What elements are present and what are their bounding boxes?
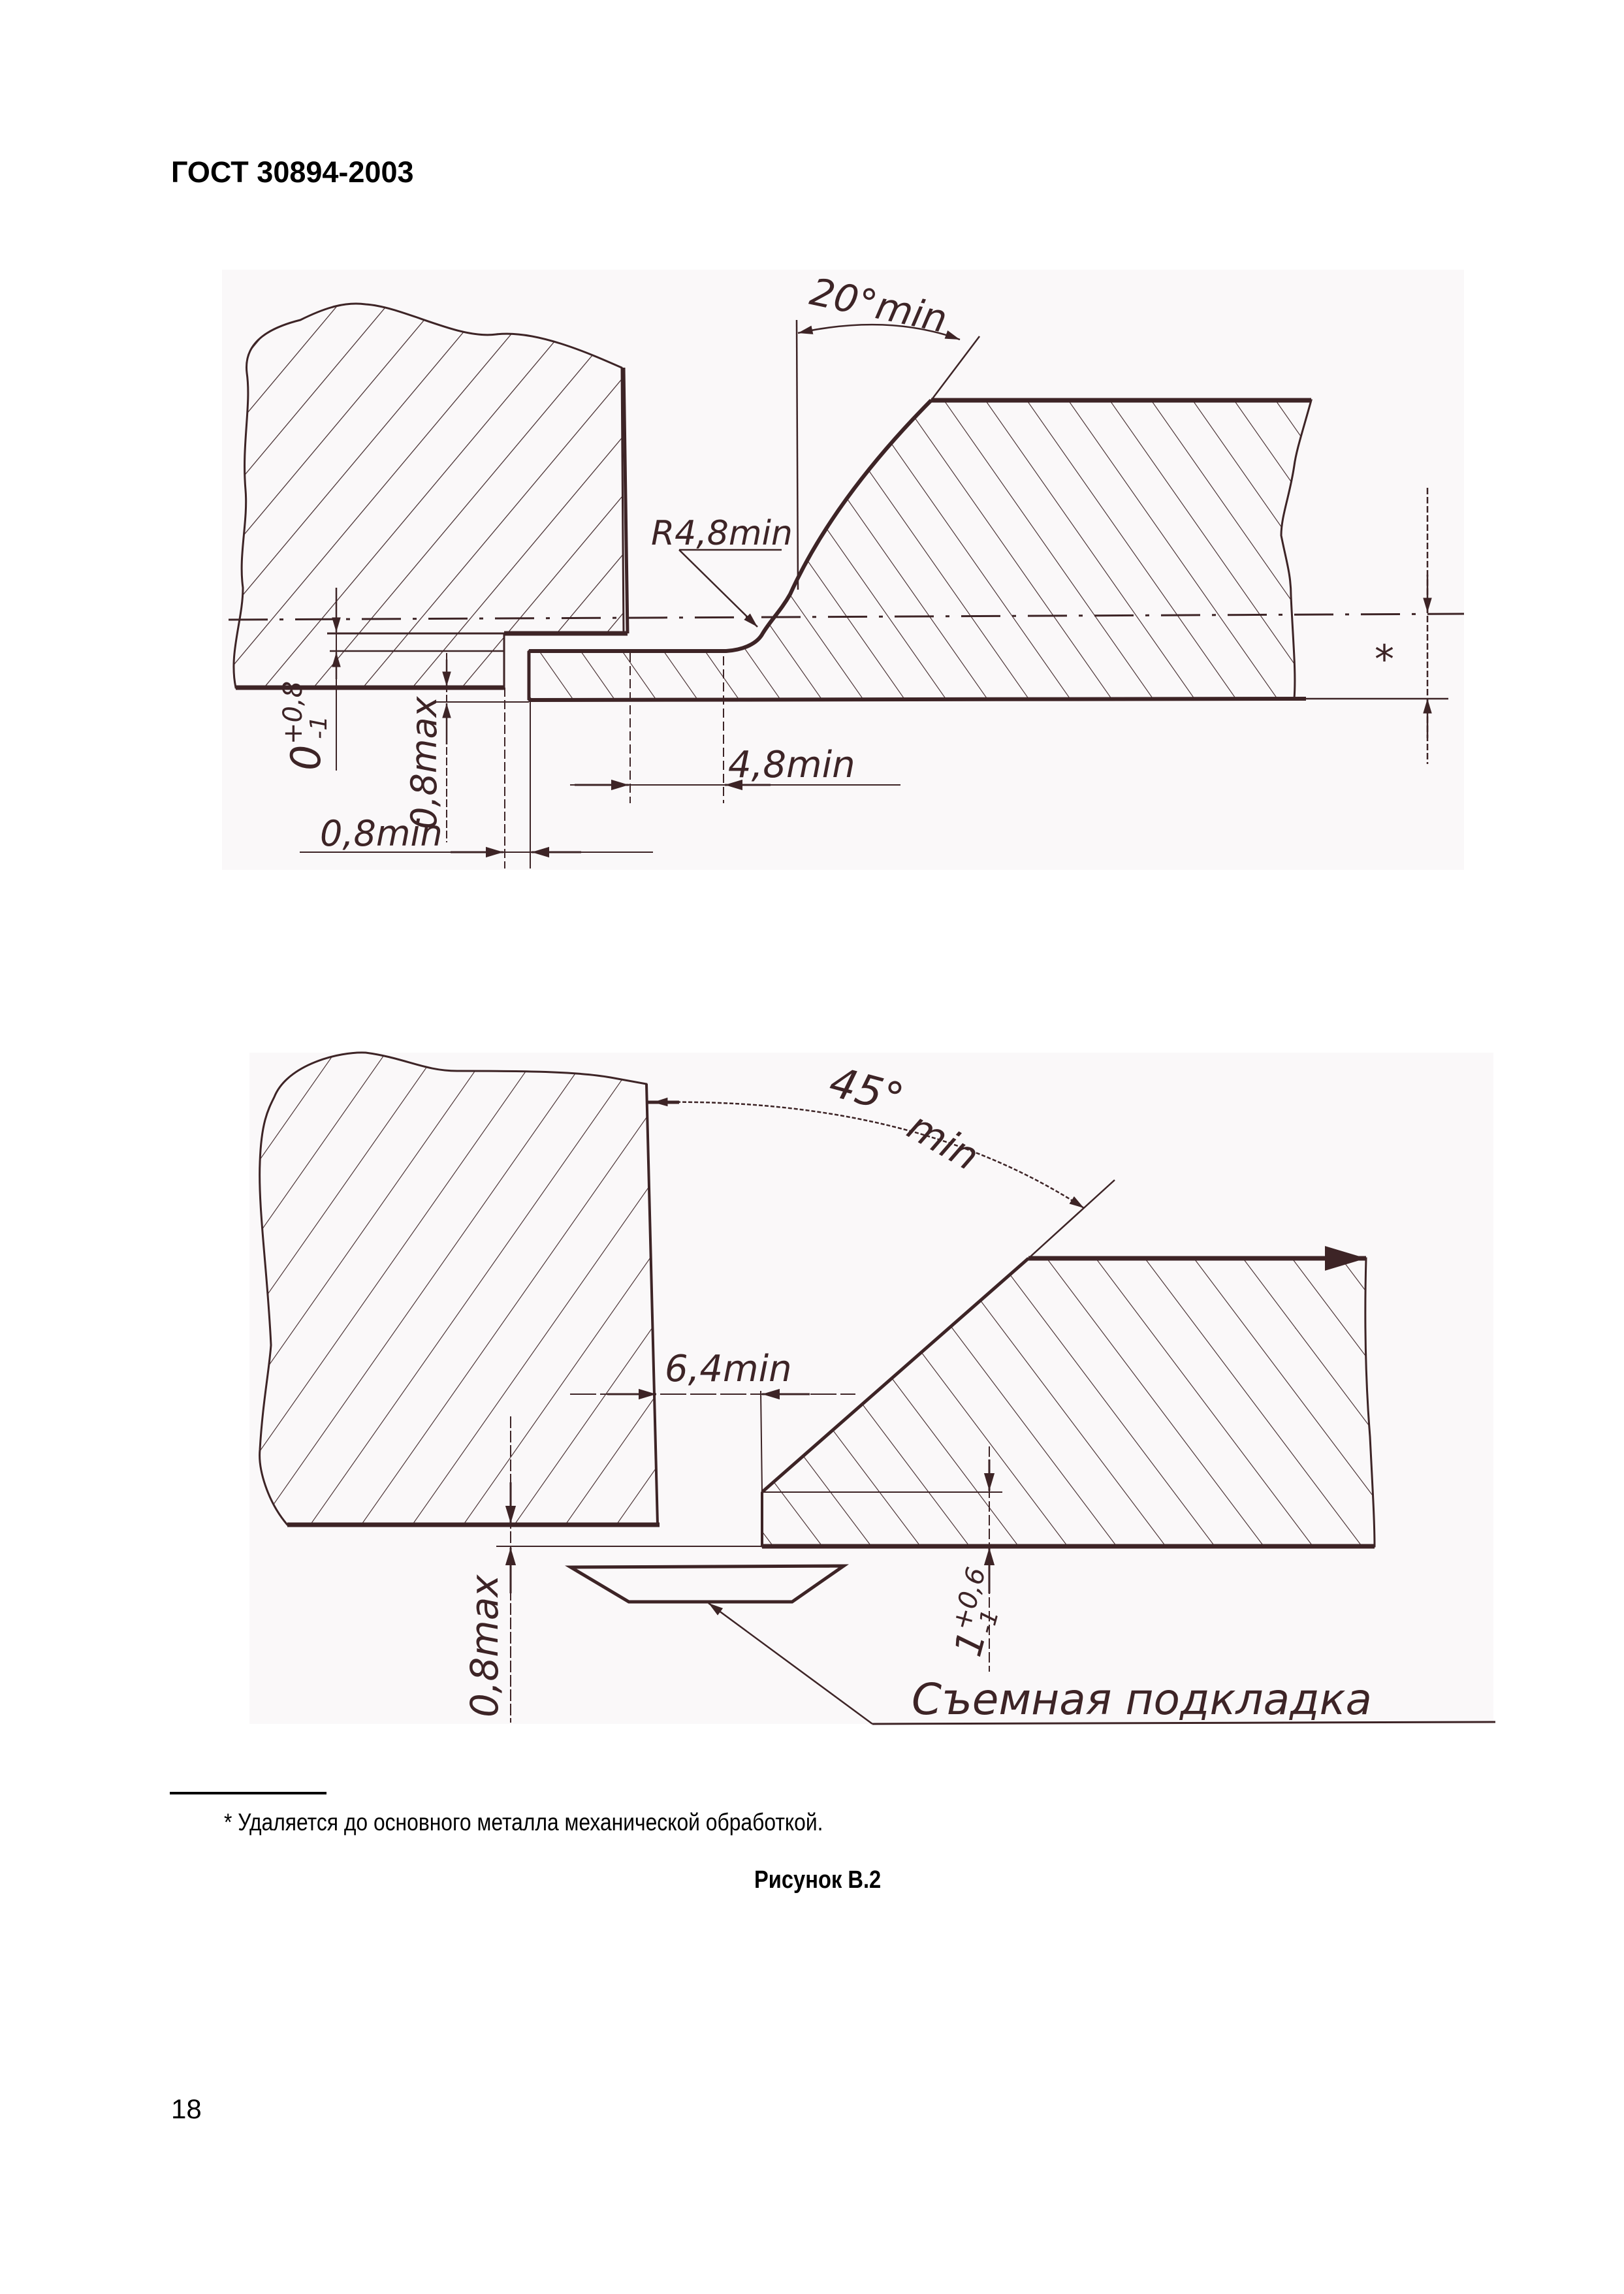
backing-strip-label: Съемная подкладка [912, 1674, 1372, 1725]
page-number: 18 [171, 2094, 202, 2124]
offset-lower-tol-label: -1 [306, 716, 332, 739]
radius-label: R4,8min [651, 514, 793, 553]
figure-caption: Рисунок В.2 [754, 1866, 882, 1894]
land-4-8-label: 4,8min [728, 744, 855, 786]
footnote-separator [170, 1792, 326, 1794]
left-plate [259, 1051, 659, 1526]
top-weld-joint-drawing: 20°min R4,8min * [222, 269, 1465, 870]
offset-upper-tol-label: +0,8 [278, 681, 308, 744]
mismatch-label: 0,8max [462, 1574, 507, 1717]
offset-value-label: 0 [282, 745, 330, 771]
standard-header: ГОСТ 30894-2003 [171, 155, 414, 189]
asterisk-marker: * [1375, 637, 1394, 682]
left-plate [232, 302, 625, 689]
gap-0-8min-label: 0,8min [320, 813, 443, 854]
right-plate [761, 1257, 1376, 1548]
step-depth-label: 0,8max [404, 695, 445, 829]
backing-strip [564, 1564, 850, 1604]
center-line [228, 613, 1465, 621]
root-gap-label: 6,4min [665, 1348, 792, 1390]
footnote: * Удаляется до основного металла механич… [224, 1809, 823, 1836]
bottom-weld-joint-drawing: 45° min 6,4min 0,8max 1 +0,6 [249, 1051, 1496, 1725]
